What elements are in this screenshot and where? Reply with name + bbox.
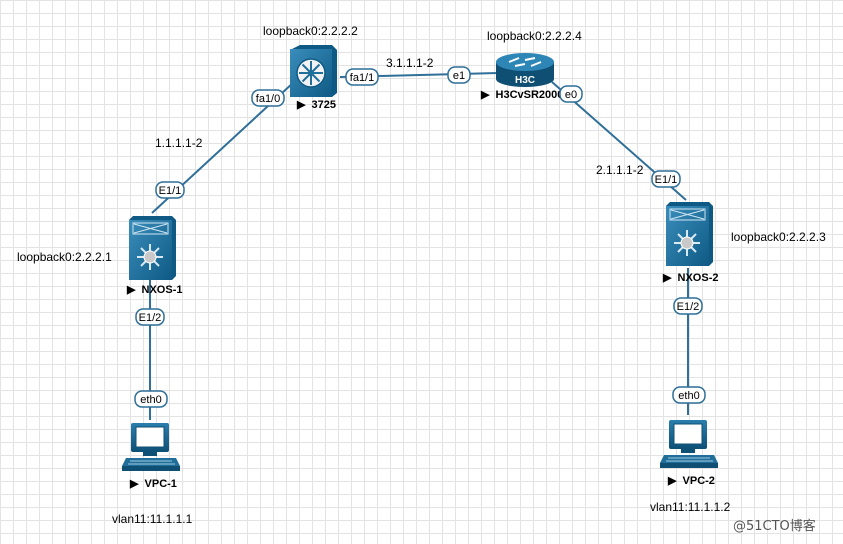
port-tag[interactable]: fa1/0 [251, 89, 285, 107]
link-address-3725-h3c: 3.1.1.1-2 [386, 56, 434, 70]
svg-text:▶ NXOS-1: ▶ NXOS-1 [126, 284, 183, 296]
status-marker: ▶ [662, 272, 672, 284]
loopback-nxos2: loopback0:2.2.2.3 [731, 230, 826, 244]
router-icon: H3C [496, 53, 554, 87]
pc-icon [122, 423, 180, 471]
svg-text:▶ VPC-1: ▶ VPC-1 [129, 478, 177, 490]
ip-vpc1: vlan11:11.1.1.1 [112, 512, 193, 526]
node-label-3725: 3725 [312, 99, 336, 111]
svg-text:▶ 3725: ▶ 3725 [296, 99, 336, 111]
node-nxos1[interactable]: ▶ NXOS-1 [126, 216, 183, 296]
port-tag[interactable]: eth0 [134, 390, 168, 408]
status-marker: ▶ [126, 284, 136, 296]
port-tag[interactable]: E1/2 [673, 297, 703, 315]
node-label-vpc2: VPC-2 [683, 475, 715, 487]
status-marker: ▶ [667, 475, 677, 487]
node-label-h3c: H3CvSR2000 [496, 89, 564, 101]
svg-text:▶ VPC-2: ▶ VPC-2 [667, 475, 715, 487]
node-h3c[interactable]: H3C ▶ H3CvSR2000 [480, 53, 563, 101]
status-marker: ▶ [296, 99, 306, 111]
port-label-h3c-e1: e1 [453, 70, 465, 82]
nexus-switch-icon [666, 202, 713, 266]
nexus-switch-icon [129, 216, 176, 280]
port-tag[interactable]: eth0 [672, 386, 706, 404]
port-tag[interactable]: E1/1 [651, 170, 681, 188]
ip-vpc2: vlan11:11.1.1.2 [650, 500, 731, 514]
loopback-3725: loopback0:2.2.2.2 [263, 24, 358, 38]
port-label-nxos1-e12: E1/2 [139, 312, 162, 324]
svg-text:▶ H3CvSR2000: ▶ H3CvSR2000 [480, 89, 563, 101]
port-tag[interactable]: E1/1 [155, 181, 185, 199]
node-nxos2[interactable]: ▶ NXOS-2 [662, 202, 719, 284]
port-label-vpc1-eth0: eth0 [140, 394, 161, 406]
node-label-nxos1: NXOS-1 [142, 284, 183, 296]
node-label-nxos2: NXOS-2 [678, 272, 719, 284]
node-vpc2[interactable]: ▶ VPC-2 [660, 420, 718, 487]
router-logo-text: H3C [515, 75, 535, 86]
svg-text:▶ NXOS-2: ▶ NXOS-2 [662, 272, 719, 284]
loopback-nxos1: loopback0:2.2.2.1 [17, 250, 112, 264]
port-label-h3c-e0: e0 [565, 89, 577, 101]
layer3-switch-icon [290, 45, 337, 97]
port-tag[interactable]: e0 [559, 85, 583, 103]
watermark: @51CTO博客 [733, 518, 816, 534]
link-address-h3c-nxos2: 2.1.1.1-2 [596, 163, 644, 177]
port-tag[interactable]: e1 [447, 66, 471, 84]
port-label-vpc2-eth0: eth0 [678, 390, 699, 402]
loopback-h3c: loopback0:2.2.2.4 [487, 29, 582, 43]
node-3725[interactable]: ▶ 3725 [290, 45, 337, 111]
port-label-nxos2-e11: E1/1 [655, 174, 678, 186]
pc-icon [660, 420, 718, 468]
port-label-3725-fa11: fa1/1 [350, 72, 374, 84]
node-label-vpc1: VPC-1 [145, 478, 177, 490]
status-marker: ▶ [129, 478, 139, 490]
port-label-3725-fa10: fa1/0 [256, 93, 280, 105]
port-label-nxos2-e12: E1/2 [677, 301, 700, 313]
port-tag[interactable]: E1/2 [135, 308, 165, 326]
node-vpc1[interactable]: ▶ VPC-1 [122, 423, 180, 490]
status-marker: ▶ [480, 89, 490, 101]
link-address-nxos1-3725: 1.1.1.1-2 [155, 136, 203, 150]
port-label-nxos1-e11: E1/1 [159, 185, 182, 197]
port-tag[interactable]: fa1/1 [345, 68, 379, 86]
